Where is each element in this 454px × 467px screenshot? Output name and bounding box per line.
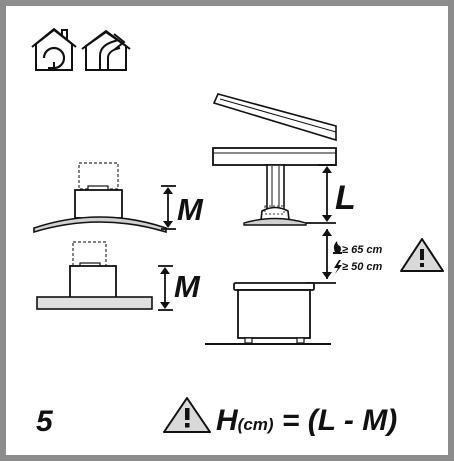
flat-canopy bbox=[36, 296, 153, 310]
dimension-m-bottom bbox=[158, 265, 173, 311]
curved-glass-canopy bbox=[33, 216, 167, 234]
recirculation-house-icon bbox=[31, 27, 77, 71]
gas-distance-label: ≥ 65 cm bbox=[342, 244, 383, 256]
motor-housing bbox=[74, 189, 123, 219]
installed-hood bbox=[243, 164, 307, 226]
gas-flame-icon bbox=[333, 241, 342, 254]
l-label: L bbox=[335, 179, 356, 217]
dimension-l bbox=[306, 164, 336, 224]
ceiling-beam bbox=[212, 147, 337, 166]
extraction-house-icon bbox=[81, 29, 131, 71]
chimney-dashed-outline-2 bbox=[72, 241, 107, 267]
formula-expression: = (L - M) bbox=[274, 404, 398, 437]
step-number: 5 bbox=[36, 405, 54, 438]
height-formula: H(cm) = (L - M) bbox=[216, 404, 397, 437]
flat-chimney-hood bbox=[36, 241, 153, 310]
cooktop-cabinet bbox=[205, 282, 331, 345]
warning-triangle-icon bbox=[400, 238, 444, 272]
formula-warning-icon bbox=[163, 397, 211, 433]
glass-chimney-hood bbox=[33, 162, 167, 234]
formula-h: H bbox=[216, 404, 239, 437]
electric-distance-label: ≥ 50 cm bbox=[342, 261, 383, 273]
sloped-ceiling bbox=[212, 93, 337, 142]
m-label-bottom: M bbox=[174, 269, 201, 304]
electric-bolt-icon bbox=[334, 260, 342, 274]
m-label-top: M bbox=[177, 192, 204, 227]
formula-unit: (cm) bbox=[238, 415, 274, 434]
dimension-cooktop-distance bbox=[306, 229, 336, 284]
diagram-canvas: M M L bbox=[31, 27, 444, 438]
dimension-m-top bbox=[161, 185, 176, 230]
chimney-dashed-outline bbox=[78, 162, 119, 190]
